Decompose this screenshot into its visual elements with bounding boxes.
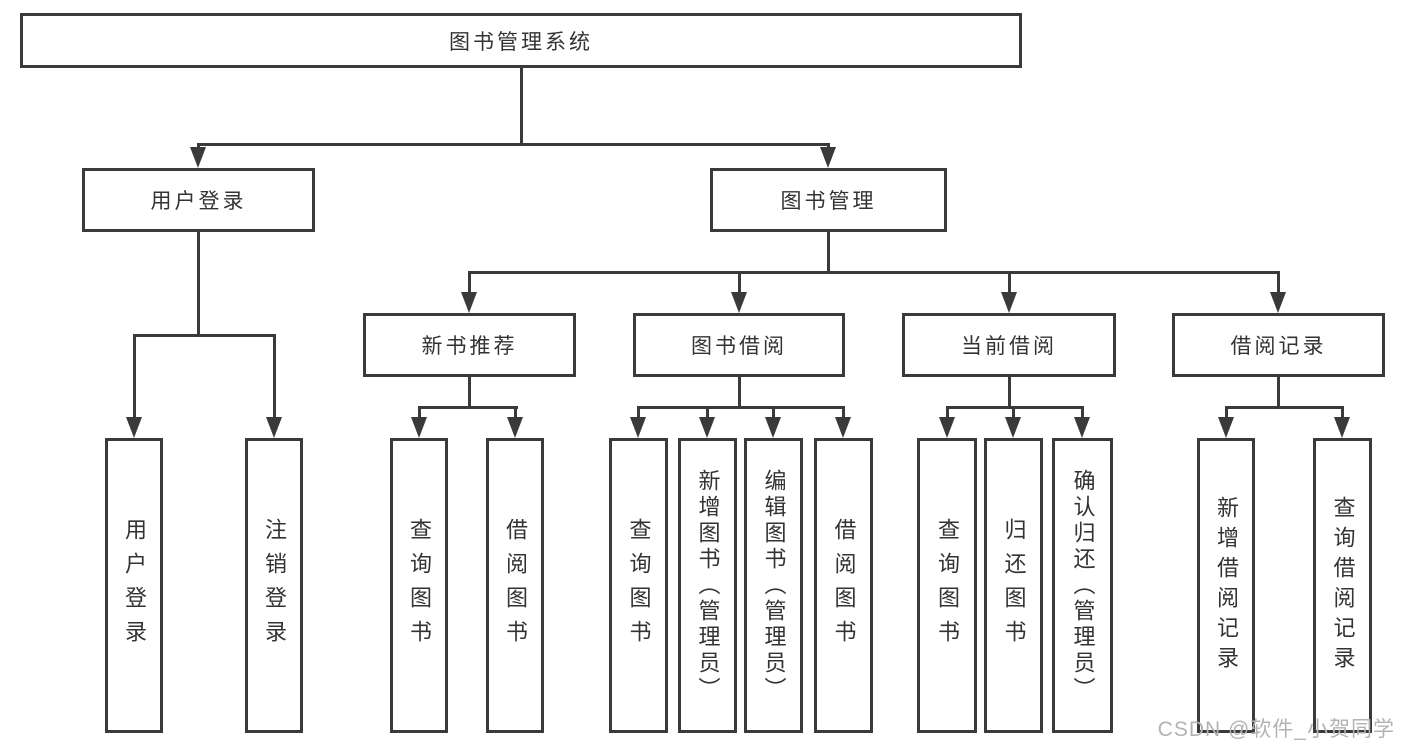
leaf-add-borrow-record: 新增借阅记录 xyxy=(1197,438,1255,733)
leaf-query-borrow-record: 查询借阅记录 xyxy=(1313,438,1372,733)
connector-arrowhead xyxy=(1001,292,1017,313)
connector-line xyxy=(1225,406,1344,409)
connector-line xyxy=(514,407,517,422)
node-new-book-recommend: 新书推荐 xyxy=(363,313,576,377)
connector-line xyxy=(133,335,136,422)
connector-arrowhead xyxy=(1218,417,1234,438)
connector-arrowhead xyxy=(411,417,427,438)
connector-line xyxy=(738,272,741,297)
leaf-query-borrow-record-label: 查询借阅记录 xyxy=(1330,495,1356,676)
connector-arrowhead xyxy=(507,417,523,438)
connector-line xyxy=(418,407,421,422)
connector-arrowhead xyxy=(939,417,955,438)
connector-line xyxy=(772,407,775,422)
leaf-edit-book-admin-label: 编辑图书（管理员） xyxy=(761,468,787,703)
node-book-management-label: 图书管理 xyxy=(780,190,877,213)
node-user-login-label: 用户登录 xyxy=(150,190,247,213)
connector-arrowhead xyxy=(1005,417,1021,438)
leaf-query-books-borrowing-label: 查询图书 xyxy=(626,517,652,654)
connector-arrowhead xyxy=(731,292,747,313)
connector-line xyxy=(273,335,276,422)
node-root: 图书管理系统 xyxy=(20,13,1022,68)
leaf-logout: 注销登录 xyxy=(245,438,303,733)
leaf-borrow-books-borrowing-label: 借阅图书 xyxy=(831,517,857,654)
node-new-book-recommend-label: 新书推荐 xyxy=(421,335,518,358)
connector-line xyxy=(637,407,640,422)
connector-line xyxy=(827,232,830,274)
connector-line xyxy=(1008,376,1011,409)
connector-line xyxy=(418,406,518,409)
connector-line xyxy=(738,376,741,409)
node-book-borrowing: 图书借阅 xyxy=(633,313,845,377)
connector-arrowhead xyxy=(630,417,646,438)
connector-arrowhead xyxy=(1074,417,1090,438)
connector-line xyxy=(468,271,1280,274)
node-current-borrowing-label: 当前借阅 xyxy=(961,335,1057,358)
connector-line xyxy=(468,376,471,409)
connector-arrowhead xyxy=(699,417,715,438)
connector-line xyxy=(637,406,845,409)
leaf-return-book-label: 归还图书 xyxy=(1001,517,1027,654)
connector-line xyxy=(1277,376,1280,409)
connector-arrowhead xyxy=(1334,417,1350,438)
leaf-add-book-admin-label: 新增图书（管理员） xyxy=(695,468,721,703)
csdn-watermark: CSDN @软件_小贺同学 xyxy=(1157,718,1395,741)
leaf-confirm-return-admin-label: 确认归还（管理员） xyxy=(1070,468,1096,703)
leaf-borrow-books-borrowing: 借阅图书 xyxy=(814,438,873,733)
node-user-login: 用户登录 xyxy=(82,168,315,232)
leaf-user-login-label: 用户登录 xyxy=(122,517,147,654)
connector-arrowhead xyxy=(461,292,477,313)
connector-line xyxy=(520,68,523,145)
leaf-add-book-admin: 新增图书（管理员） xyxy=(678,438,737,733)
leaf-return-book: 归还图书 xyxy=(984,438,1043,733)
connector-line xyxy=(1277,272,1280,297)
node-root-label: 图书管理系统 xyxy=(449,30,593,54)
leaf-confirm-return-admin: 确认归还（管理员） xyxy=(1052,438,1113,733)
connector-line xyxy=(842,407,845,422)
connector-line xyxy=(706,407,709,422)
connector-line xyxy=(1012,407,1015,422)
leaf-logout-label: 注销登录 xyxy=(262,517,287,654)
node-book-management: 图书管理 xyxy=(710,168,947,232)
leaf-edit-book-admin: 编辑图书（管理员） xyxy=(744,438,803,733)
leaf-query-books-current-label: 查询图书 xyxy=(935,517,960,654)
node-borrowing-records-label: 借阅记录 xyxy=(1230,335,1327,358)
leaf-query-books-borrowing: 查询图书 xyxy=(609,438,668,733)
connector-line xyxy=(197,143,830,146)
leaf-add-borrow-record-label: 新增借阅记录 xyxy=(1214,495,1239,676)
connector-arrowhead xyxy=(1270,292,1286,313)
leaf-query-books-recommend: 查询图书 xyxy=(390,438,448,733)
leaf-query-books-recommend-label: 查询图书 xyxy=(407,517,432,654)
connector-line xyxy=(1008,272,1011,297)
connector-arrowhead xyxy=(266,417,282,438)
connector-arrowhead xyxy=(820,147,836,168)
leaf-query-books-current: 查询图书 xyxy=(917,438,977,733)
connector-arrowhead xyxy=(765,417,781,438)
connector-line xyxy=(1081,407,1084,422)
leaf-borrow-books-recommend-label: 借阅图书 xyxy=(503,517,528,654)
connector-arrowhead xyxy=(835,417,851,438)
connector-line xyxy=(946,406,1084,409)
node-current-borrowing: 当前借阅 xyxy=(902,313,1116,377)
connector-line xyxy=(946,407,949,422)
connector-line xyxy=(1225,407,1228,422)
connector-line xyxy=(197,232,200,337)
leaf-borrow-books-recommend: 借阅图书 xyxy=(486,438,544,733)
leaf-user-login: 用户登录 xyxy=(105,438,163,733)
node-book-borrowing-label: 图书借阅 xyxy=(691,335,787,358)
connector-line xyxy=(468,272,471,297)
node-borrowing-records: 借阅记录 xyxy=(1172,313,1385,377)
connector-arrowhead xyxy=(126,417,142,438)
connector-arrowhead xyxy=(190,147,206,168)
connector-line xyxy=(1341,407,1344,422)
connector-line xyxy=(133,334,276,337)
